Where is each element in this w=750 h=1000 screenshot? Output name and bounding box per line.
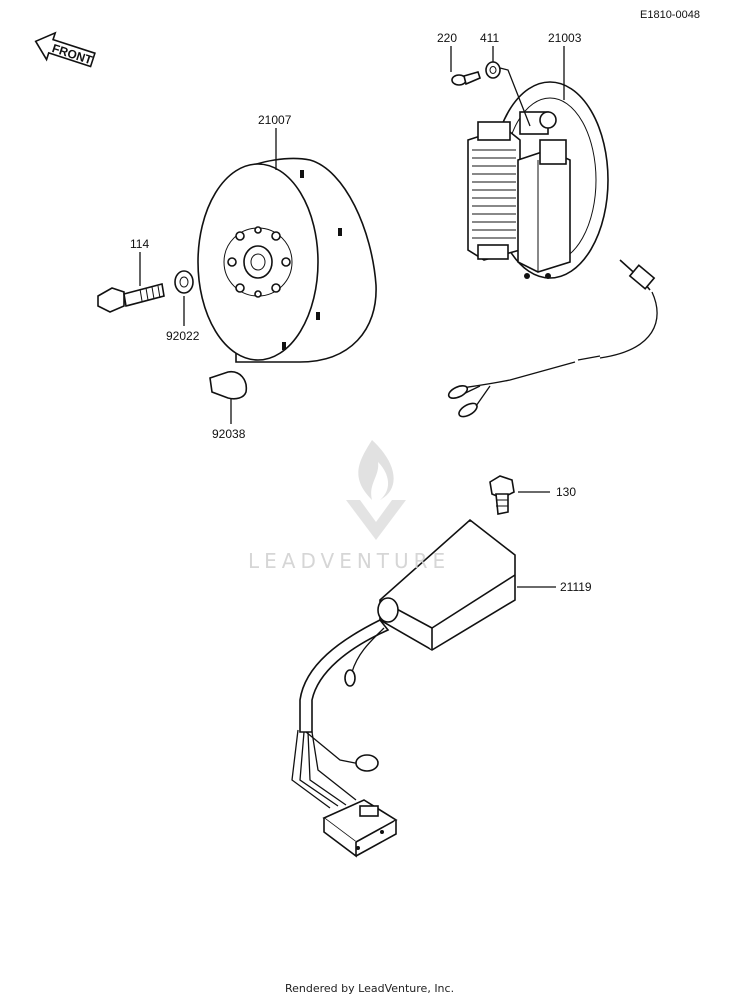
key-92038 xyxy=(209,370,248,400)
part-label-21007: 21007 xyxy=(258,113,292,127)
part-label-21003: 21003 xyxy=(548,31,582,45)
part-label-114: 114 xyxy=(130,237,149,251)
screw-220 xyxy=(451,71,481,86)
part-label-220: 220 xyxy=(437,31,457,45)
watermark: LEADVENTURE xyxy=(248,440,450,573)
front-arrow: FRONT xyxy=(34,31,96,68)
diagram-code: E1810-0048 xyxy=(640,9,700,21)
bolt-130 xyxy=(489,475,515,515)
part-label-130: 130 xyxy=(556,485,576,499)
flywheel-rotor xyxy=(197,157,377,363)
washer-92022 xyxy=(174,270,194,294)
part-label-92038: 92038 xyxy=(212,427,246,441)
part-label-411: 411 xyxy=(480,31,499,45)
washer-411 xyxy=(485,61,501,79)
part-label-92022: 92022 xyxy=(166,329,200,343)
part-label-21119: 21119 xyxy=(560,580,592,594)
watermark-text: LEADVENTURE xyxy=(248,549,450,573)
bolt-114 xyxy=(97,283,165,313)
footer-credit: Rendered by LeadVenture, Inc. xyxy=(285,982,454,995)
cdi-unit xyxy=(291,518,516,858)
leader-lines xyxy=(139,46,565,588)
stator-assembly xyxy=(447,81,658,418)
